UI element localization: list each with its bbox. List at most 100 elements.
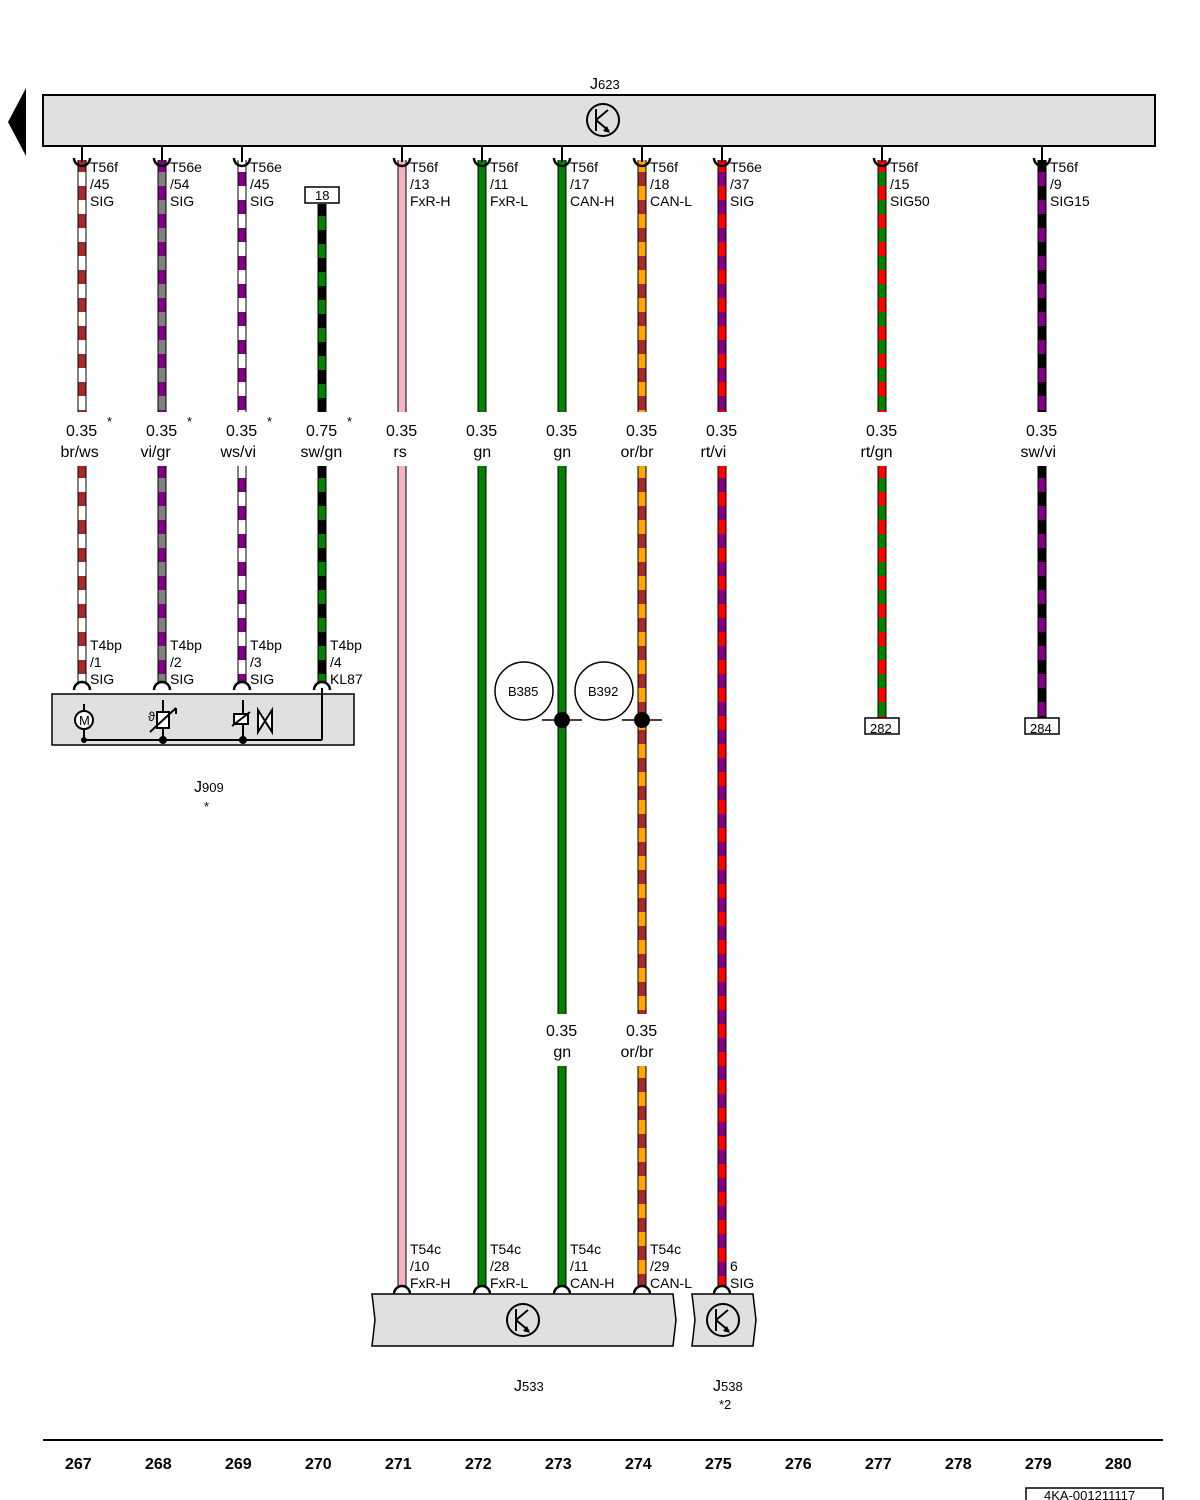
connector-top-icon	[552, 157, 572, 168]
wire-stripe	[718, 898, 726, 912]
wire-stripe	[238, 312, 246, 326]
wire-stripe	[238, 674, 246, 682]
wire-stripe	[878, 478, 886, 492]
wire-stripe	[78, 506, 86, 520]
wire-stripe	[638, 1190, 646, 1204]
connector-bottom-icon	[552, 1284, 572, 1295]
j909-component	[51, 693, 355, 746]
connector-top-icon	[872, 157, 892, 168]
wire-size-lower: 0.35	[626, 1023, 657, 1040]
wire-size: 0.35	[706, 423, 737, 440]
wire-bottom-label: 6	[730, 1258, 738, 1274]
wire-base	[478, 466, 486, 1286]
wire-bottom-label: /1	[90, 654, 102, 670]
b392-junction-circle	[574, 661, 634, 721]
wire-stripe	[878, 284, 886, 298]
wire-stripe	[238, 368, 246, 382]
wire-stripe	[158, 506, 166, 520]
wire-stripe	[78, 200, 86, 214]
wire-274	[622, 146, 662, 1295]
wire-stripe	[318, 300, 326, 314]
wire-footnote-mark: *	[107, 414, 112, 429]
wire-stripe	[638, 1218, 646, 1232]
wire-color-code: gn	[473, 444, 491, 461]
wire-stripe	[318, 590, 326, 604]
wire-top-label: T56f	[890, 159, 918, 175]
wire-labels: T56f/45SIG0.35br/ws*T4bp/1SIGT56e/54SIG0…	[61, 159, 1090, 1291]
wire-stripe	[718, 284, 726, 298]
wire-bottom-label: SIG	[250, 671, 274, 687]
wire-stripe	[718, 1094, 726, 1108]
wire-stripe	[638, 228, 646, 242]
connector-bottom-icon	[472, 1284, 492, 1295]
wire-stripe	[238, 506, 246, 520]
wire-stripe	[718, 702, 726, 716]
connector-top-icon	[1032, 157, 1052, 168]
wire-stripe	[718, 618, 726, 632]
wire-stripe	[638, 814, 646, 828]
wire-stripe	[718, 758, 726, 772]
wire-stripe	[718, 814, 726, 828]
connector-top-icon	[72, 157, 92, 168]
wire-stripe	[1038, 618, 1046, 632]
wire-stripe	[318, 328, 326, 342]
wire-bottom-label: CAN-L	[650, 1275, 692, 1291]
wire-size: 0.35	[1026, 423, 1057, 440]
wire-stripe	[318, 534, 326, 548]
wire-base	[558, 466, 566, 1014]
wire-stripe	[718, 1234, 726, 1248]
wire-stripe	[1038, 396, 1046, 410]
wire-stripe	[1038, 562, 1046, 576]
wire-stripe	[318, 478, 326, 492]
wire-stripe	[318, 646, 326, 660]
previous-page-arrow[interactable]	[8, 88, 26, 156]
wire-stripe	[78, 172, 86, 186]
wire-275	[712, 146, 732, 1295]
wire-stripe	[638, 646, 646, 660]
wire-stripe	[1038, 172, 1046, 186]
wire-stripe	[318, 384, 326, 398]
wire-stripe	[878, 646, 886, 660]
wire-base	[558, 1066, 566, 1286]
wire-stripe	[318, 216, 326, 230]
wire-size: 0.35	[146, 423, 177, 440]
wire-stripe	[638, 702, 646, 716]
wire-top-label: T56e	[170, 159, 202, 175]
wire-stripe	[878, 396, 886, 410]
wire-stripe	[878, 590, 886, 604]
reference-number: 284	[1030, 721, 1052, 736]
wire-top-label: SIG50	[890, 193, 930, 209]
wire-stripe	[878, 534, 886, 548]
wire-stripe	[878, 228, 886, 242]
wire-stripe	[318, 618, 326, 632]
wire-stripe	[638, 758, 646, 772]
column-number-267: 267	[65, 1456, 92, 1473]
wire-stripe	[638, 730, 646, 744]
connector-bottom-icon	[232, 680, 252, 691]
wire-footnote-mark: *	[347, 414, 352, 429]
wire-stripe	[1038, 228, 1046, 242]
wire-stripe	[158, 674, 166, 682]
connector-bottom-icon	[72, 680, 92, 691]
wire-top-label: T56e	[250, 159, 282, 175]
wire-color-code: sw/gn	[301, 444, 343, 461]
wire-color-code-lower: gn	[553, 1044, 571, 1061]
wire-bottom-label: SIG	[90, 671, 114, 687]
wire-bottom-label: FxR-L	[490, 1275, 528, 1291]
wire-277	[872, 146, 892, 718]
wire-bottom-label: /10	[410, 1258, 430, 1274]
wire-stripe	[78, 228, 86, 242]
wire-stripe	[718, 842, 726, 856]
wire-color-code: rs	[393, 444, 406, 461]
connector-top-icon	[152, 157, 172, 168]
wire-stripe	[638, 1078, 646, 1092]
wire-stripe	[638, 618, 646, 632]
wire-stripe	[718, 1122, 726, 1136]
wire-top-label: CAN-L	[650, 193, 692, 209]
wire-color-code: vi/gr	[141, 444, 172, 461]
wire-bottom-label: FxR-H	[410, 1275, 450, 1291]
wire-size: 0.35	[386, 423, 417, 440]
wire-stripe	[718, 982, 726, 996]
wire-size-lower: 0.35	[546, 1023, 577, 1040]
wire-top-label: SIG	[170, 193, 194, 209]
